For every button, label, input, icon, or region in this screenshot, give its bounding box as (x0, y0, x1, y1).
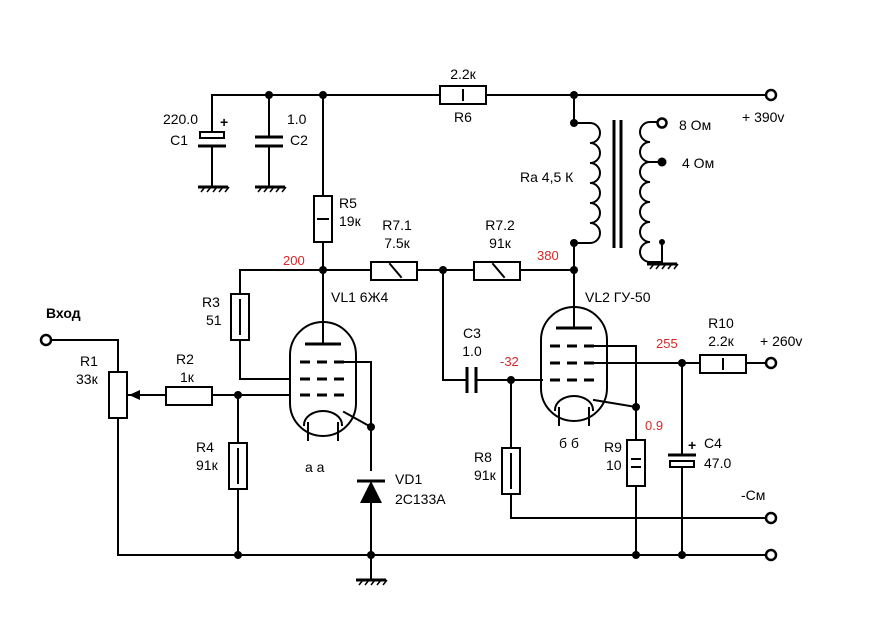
r9-name: R9 (604, 439, 622, 455)
supply-260-label: + 260v (760, 333, 802, 349)
out-8-ohm-label: 8 Ом (679, 117, 711, 133)
r9-resistor (626, 406, 646, 556)
r1-name: R1 (80, 353, 98, 369)
r72-name: R7.2 (485, 217, 515, 233)
r9-value: 10 (606, 457, 622, 473)
c3-name: C3 (463, 325, 481, 341)
c1-value: 220.0 (163, 111, 198, 127)
vl1-heater: а а (305, 459, 325, 475)
input-label: Вход (46, 305, 81, 321)
r71-value: 7.5к (384, 235, 410, 251)
r10-resistor (699, 354, 778, 374)
r4-resistor (228, 394, 248, 556)
vl2-tube (540, 306, 768, 426)
voltage-200: 200 (283, 253, 305, 268)
r3-name: R3 (202, 294, 220, 310)
vd1-zener (356, 479, 388, 586)
bias-terminal[interactable] (764, 511, 778, 525)
voltage-0-9: 0.9 (645, 418, 663, 433)
ground-terminal[interactable] (764, 548, 778, 562)
r1-value: 33к (76, 371, 99, 387)
c2-value: 1.0 (287, 111, 307, 127)
top-supply-rail (211, 88, 778, 102)
vl2-heater: б б (559, 435, 579, 451)
r8-value: 91к (474, 467, 497, 483)
supply-260-terminal[interactable] (764, 356, 778, 370)
r5-resistor (313, 94, 333, 327)
bias-label: -См (741, 487, 765, 503)
r8-name: R8 (474, 449, 492, 465)
input-section (39, 333, 291, 556)
r71-resistor (370, 261, 418, 281)
r6-name: R6 (454, 109, 472, 125)
output-transformer (570, 94, 679, 327)
voltage-255: 255 (656, 336, 678, 351)
r71-name: R7.1 (382, 217, 412, 233)
vd1-value: 2С133А (395, 491, 446, 507)
r6-value: 2.2к (450, 66, 476, 82)
voltage-380: 380 (537, 248, 559, 263)
vd1-name: VD1 (395, 471, 422, 487)
r2-name: R2 (176, 351, 194, 367)
r6-resistor (439, 85, 487, 105)
r5-value: 19к (339, 213, 362, 229)
out-8-ohm-terminal[interactable] (656, 117, 668, 129)
vl2-label: VL2 ГУ-50 (585, 289, 651, 305)
r4-value: 91к (196, 457, 219, 473)
c1-plus: + (220, 114, 228, 130)
r2-value: 1к (180, 369, 195, 385)
r3-value: 51 (206, 312, 222, 328)
c1-capacitor (198, 94, 230, 193)
r72-value: 91к (489, 235, 512, 251)
c4-plus: + (688, 437, 696, 453)
r10-name: R10 (708, 315, 734, 331)
c3-value: 1.0 (462, 343, 482, 359)
input-terminal[interactable] (39, 333, 53, 347)
c2-name: C2 (290, 132, 308, 148)
r3-resistor (230, 293, 291, 380)
r8-resistor (501, 379, 778, 525)
supply-390-terminal[interactable] (764, 88, 778, 102)
c2-capacitor (255, 94, 287, 193)
vl1-tube (289, 321, 375, 471)
r5-name: R5 (339, 195, 357, 211)
vl1-label: VL1 6Ж4 (331, 289, 389, 305)
c4-capacitor (668, 362, 696, 556)
r4-name: R4 (196, 439, 214, 455)
c4-value: 47.0 (704, 455, 731, 471)
c1-name: C1 (170, 132, 188, 148)
r10-value: 2.2к (708, 333, 734, 349)
supply-390-label: + 390v (742, 109, 784, 125)
ra-label: Ra 4,5 К (520, 169, 574, 185)
out-4-ohm-label: 4 Ом (682, 155, 714, 171)
c4-name: C4 (704, 435, 722, 451)
ground-rail (117, 548, 778, 562)
r72-resistor (473, 261, 521, 281)
c3-capacitor (442, 269, 543, 393)
voltage-minus-32: -32 (500, 354, 519, 369)
